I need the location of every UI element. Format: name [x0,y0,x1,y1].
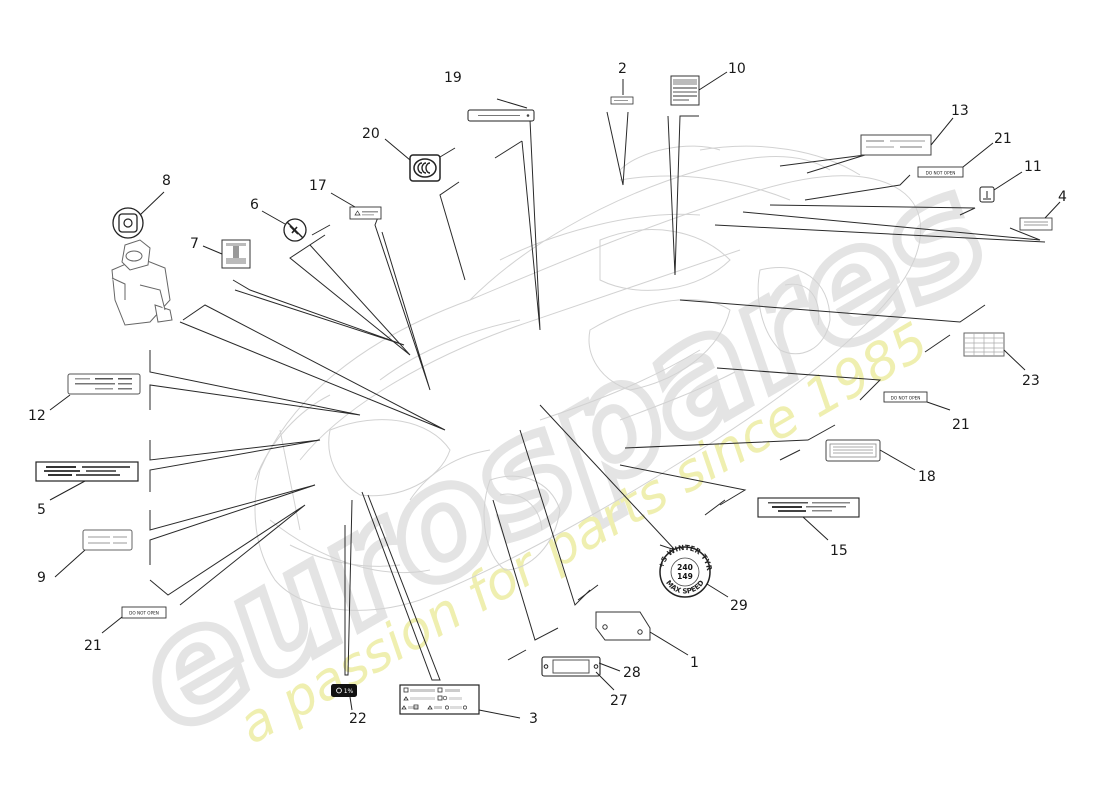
part-6-prohibition-icon[interactable] [261,210,307,242]
leader-2 [606,111,629,186]
part-18-label[interactable] [825,439,916,471]
do-not-open-text: DO NOT OPEN [926,171,956,176]
tyre-speed: 240 [677,563,693,572]
leader-12 [149,350,361,416]
leader-4b [714,224,1046,243]
leader-15b [704,499,726,516]
callout-20: 20 [362,126,380,142]
callout-19: 19 [444,70,462,86]
part-3-symbol-label[interactable] [399,684,521,719]
callout-3: 3 [529,711,538,727]
car-outline [254,145,922,611]
part-21-do-not-open-top[interactable]: DO NOT OPEN [917,142,994,178]
leader-11 [769,204,976,216]
leader-5 [149,439,321,492]
part-22-gauge-label[interactable]: 1% [331,684,357,711]
part-21-do-not-open-right[interactable]: DO NOT OPEN [883,391,951,411]
part-20-ccc-emblem[interactable] [384,138,441,182]
part-27-28-bracket-plate[interactable] [541,656,621,691]
part-15-label[interactable] [757,497,860,541]
callout-9: 9 [37,570,46,586]
leader-4 [742,211,1041,241]
part-1-bracket[interactable] [595,611,689,656]
part-5-label[interactable] [35,461,139,501]
callout-15: 15 [830,543,848,559]
leader-20 [439,181,466,281]
do-not-open-text: DO NOT OPEN [129,611,159,616]
callout-18: 18 [918,469,936,485]
part-7-tag[interactable] [202,239,251,269]
leader-9 [149,484,316,565]
leader-23b [924,334,951,353]
part-13-label[interactable] [860,117,954,156]
leader-15 [619,464,747,506]
callout-12: 12 [28,408,46,424]
leader-18 [624,424,836,449]
callout-6: 6 [250,197,259,213]
callout-11: 11 [1024,159,1042,175]
callout-4: 4 [1058,189,1067,205]
leader-21a [804,174,911,201]
leader-21c [716,367,882,401]
callout-21-left: 21 [84,638,102,654]
tyre-index: 149 [677,572,693,581]
callout-1: 1 [690,655,699,671]
callout-17: 17 [309,178,327,194]
part-21-do-not-open-left[interactable]: DO NOT OPEN [101,606,167,634]
leader-6 [289,234,411,356]
callout-8: 8 [162,173,171,189]
part-4-label[interactable] [1019,201,1061,231]
callout-22: 22 [349,711,367,727]
callout-28: 28 [623,665,641,681]
callout-2: 2 [618,61,627,77]
leader-17 [374,211,431,391]
gauge-text: 1% [344,688,354,695]
callout-23: 23 [1022,373,1040,389]
callout-21-right: 21 [952,417,970,433]
leader-3 [361,491,441,681]
callout-29: 29 [730,598,748,614]
leader-18b [779,449,801,461]
leader-27 [492,499,559,641]
part-11-seat-heat-label[interactable] [979,171,1023,203]
part-23-grid-label[interactable] [963,332,1026,371]
part-10-info-sticker[interactable] [670,71,728,106]
leader-8 [179,304,446,431]
leader-10 [667,115,699,276]
leader-19 [521,119,541,331]
callout-21-top: 21 [994,131,1012,147]
leader-27b [507,649,527,661]
part-2-small-label[interactable] [610,79,634,105]
part-17-warning-label[interactable] [330,192,382,220]
leader-21b [149,504,306,606]
part-9-label[interactable] [54,529,133,578]
callout-27: 27 [610,693,628,709]
part-12-label[interactable] [49,373,141,411]
part-19-badge-strip[interactable] [467,98,535,122]
callout-13: 13 [951,103,969,119]
callout-5: 5 [37,502,46,518]
do-not-open-text: DO NOT OPEN [891,396,921,401]
part-8-brake-reservoir[interactable] [111,191,173,326]
callout-7: 7 [190,236,199,252]
leader-22 [344,499,353,676]
leader-23 [679,299,986,323]
leader-7 [232,279,405,346]
callout-10: 10 [728,61,746,77]
